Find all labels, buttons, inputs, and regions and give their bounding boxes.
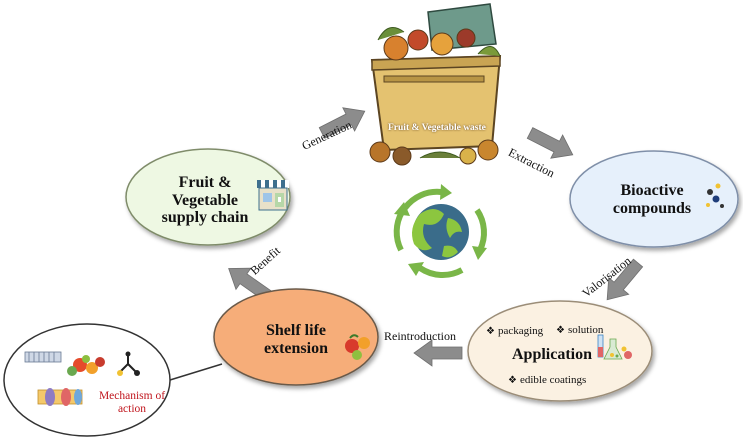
- supply-chain-title: Fruit & Vegetable supply chain: [150, 174, 260, 227]
- diamond-bullet-icon: ❖: [508, 375, 517, 386]
- waste-bin-label: Fruit & Vegetable waste: [388, 123, 486, 133]
- shelf-life-line1: Shelf life: [266, 322, 326, 339]
- fruits-icon: [345, 334, 370, 360]
- arrow-extraction: [526, 127, 574, 159]
- molecule-icon: [117, 351, 140, 376]
- supply-chain-ellipse-shape: [125, 148, 291, 246]
- bullet-solution: ❖solution: [556, 324, 603, 336]
- fruit-pile-icon: [67, 355, 105, 376]
- bullet-packaging: ❖packaging: [486, 325, 543, 337]
- bullet-packaging-text: packaging: [497, 325, 544, 337]
- supply-chain-line2: Vegetable: [171, 191, 239, 209]
- cell-membrane-icon: [24, 351, 62, 363]
- bioactive-ellipse-shape: [569, 150, 739, 248]
- membrane-proteins-icon: [37, 388, 83, 406]
- application-ellipse-shape: [467, 300, 653, 402]
- bioactive-line2: compounds: [612, 199, 692, 217]
- arrow-reintroduction: [413, 339, 463, 367]
- lab-flask-icon: [597, 334, 632, 360]
- edge-label-reintroduction: Reintroduction: [384, 329, 456, 343]
- application-title: Application: [512, 346, 593, 363]
- supply-chain-line1: Fruit &: [178, 174, 232, 191]
- arrow-valorisation: [606, 258, 644, 301]
- molecule-dots-icon: [706, 183, 724, 208]
- mechanism-line1: Mechanism of: [98, 390, 166, 402]
- diamond-bullet-icon: ❖: [486, 326, 495, 337]
- supply-chain-line3: supply chain: [161, 209, 249, 227]
- bioactive-title: Bioactive compounds: [600, 182, 704, 217]
- recycle-globe-icon: [393, 184, 487, 279]
- bullet-edible-text: edible coatings: [519, 374, 587, 386]
- mechanism-line2: action: [117, 402, 147, 415]
- mechanism-of-action-circle: [3, 323, 171, 437]
- market-stall-icon: [257, 180, 289, 211]
- bioactive-line1: Bioactive: [620, 182, 684, 199]
- arrow-generation: [318, 107, 366, 139]
- shelf-life-title: Shelf life extension: [244, 322, 348, 357]
- bullet-edible-coatings: ❖edible coatings: [508, 374, 586, 386]
- shelf-life-line2: extension: [264, 339, 328, 357]
- bullet-solution-text: solution: [567, 324, 604, 336]
- mechanism-connector: [169, 363, 223, 381]
- diamond-bullet-icon: ❖: [556, 325, 565, 336]
- mechanism-label: Mechanism of action: [92, 390, 172, 415]
- waste-bin-icon: [369, 3, 502, 166]
- shelf-life-ellipse-shape: [213, 288, 379, 386]
